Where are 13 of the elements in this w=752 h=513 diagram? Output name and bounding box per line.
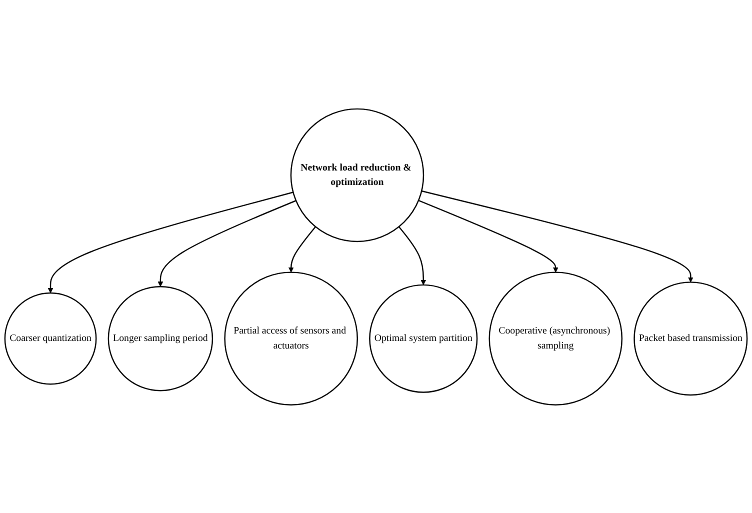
arrow — [158, 200, 296, 286]
arrow — [418, 199, 558, 272]
arrow — [288, 226, 316, 272]
node-circle: Network load reduction & optimization — [290, 108, 424, 242]
arrow — [398, 226, 426, 285]
node-circle: Packet based transmission — [634, 281, 748, 396]
node-circle: Cooperative (asynchronous) sampling — [488, 271, 623, 406]
node-circle: Partial access of sensors and actuators — [224, 271, 358, 406]
node-circle: Coarser quantization — [4, 292, 97, 384]
arrow — [48, 191, 294, 293]
arrow — [421, 190, 694, 282]
node-circle: Longer sampling period — [108, 286, 214, 391]
node-circle: Optimal system partition — [369, 284, 478, 392]
